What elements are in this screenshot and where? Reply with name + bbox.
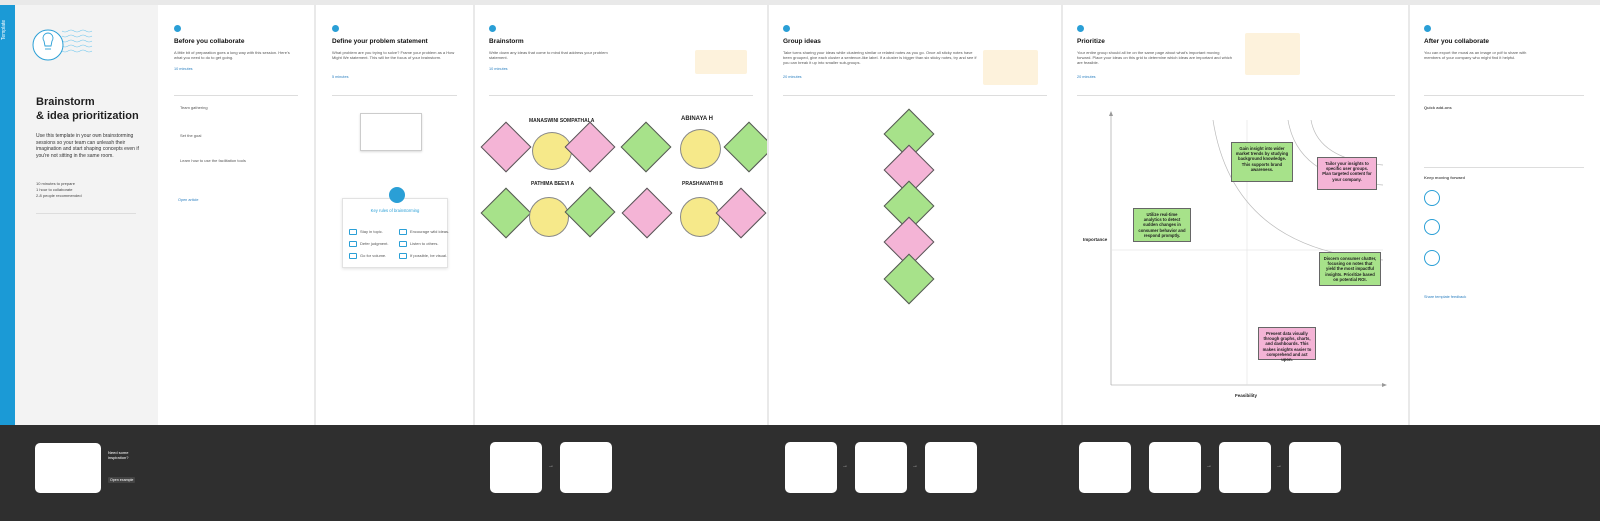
- idea-sticky[interactable]: [715, 187, 767, 239]
- priority-sticky[interactable]: Discern consumer chatter, focusing on no…: [1319, 252, 1381, 286]
- axis-label-x: Feasibility: [1235, 393, 1258, 398]
- idea-sticky[interactable]: [723, 121, 767, 173]
- rules-card: Key rules of brainstorming Stay in topic…: [342, 187, 449, 268]
- step-thumbnail: [785, 442, 837, 493]
- grouped-sticky[interactable]: [883, 253, 935, 305]
- priority-sticky[interactable]: Gain insight into wider market trends by…: [1231, 142, 1293, 182]
- lightbulb-icon: [32, 29, 93, 61]
- step-description: A little bit of preparation goes a long …: [174, 50, 290, 60]
- duration-label: 5 minutes: [332, 75, 349, 79]
- open-example-button[interactable]: Open example: [108, 477, 136, 483]
- share-feedback-link[interactable]: Share template feedback: [1424, 295, 1467, 299]
- idea-sticky[interactable]: [680, 129, 721, 169]
- idea-sticky[interactable]: [620, 121, 672, 173]
- step-title: After you collaborate: [1424, 38, 1490, 45]
- priority-sticky[interactable]: Tailor your insights to specific user gr…: [1317, 157, 1377, 190]
- prep-item-3: Learn how to use the facilitation tools: [180, 158, 246, 163]
- step-thumbnail: [1219, 442, 1271, 493]
- tip-note: [1245, 33, 1300, 75]
- divider: [36, 213, 136, 214]
- idea-sticky[interactable]: [529, 197, 569, 237]
- idea-sticky[interactable]: [532, 132, 572, 170]
- people-count: 2-8 people recommended: [36, 193, 82, 198]
- duration-label: 10 minutes: [489, 67, 508, 71]
- duration-label: 20 minutes: [783, 75, 802, 79]
- step-title: Define your problem statement: [332, 38, 428, 45]
- step-title: Before you collaborate: [174, 38, 245, 45]
- step-thumbnail: [1149, 442, 1201, 493]
- step-thumbnail: [925, 442, 977, 493]
- arrow-right-icon: →: [1276, 463, 1282, 469]
- step-thumbnail: [1289, 442, 1341, 493]
- idea-sticky[interactable]: [480, 121, 532, 173]
- step-number-badge: [174, 25, 181, 32]
- arrow-right-icon: →: [842, 463, 848, 469]
- cover-meta: 10 minutes to prepare 1 hour to collabor…: [36, 181, 82, 199]
- grid-icon: [1424, 250, 1440, 266]
- duration-label: 10 minutes: [174, 67, 193, 71]
- participant-name: PRASHANATHI B: [682, 181, 724, 187]
- open-article-link[interactable]: Open article: [178, 198, 199, 202]
- time-prep: 10 minutes to prepare: [36, 181, 75, 186]
- arrow-right-icon: →: [912, 463, 918, 469]
- step-title: Prioritize: [1077, 38, 1105, 45]
- template-sidebar-strip: [0, 5, 15, 425]
- time-collab: 1 hour to collaborate: [36, 187, 73, 192]
- priority-sticky[interactable]: Present data visually through graphs, ch…: [1258, 327, 1316, 362]
- priority-sticky[interactable]: Utilize real-time analytics to detect su…: [1133, 208, 1191, 242]
- problem-card: [360, 113, 422, 151]
- idea-sticky[interactable]: [680, 197, 720, 237]
- duration-label: 20 minutes: [1077, 75, 1096, 79]
- idea-sticky[interactable]: [621, 187, 673, 239]
- step-title: Brainstorm: [489, 38, 524, 45]
- strategy-icon: [1424, 190, 1440, 206]
- step-title: Group ideas: [783, 38, 821, 45]
- idea-sticky[interactable]: [564, 186, 616, 238]
- idea-sticky[interactable]: [564, 121, 616, 173]
- step-description: What problem are you trying to solve? Fr…: [332, 50, 455, 60]
- idea-sticky[interactable]: [480, 187, 532, 239]
- step-description: Take turns sharing your ideas while clus…: [783, 50, 977, 65]
- customer-icon: [1424, 219, 1440, 235]
- brain-icon: [389, 187, 405, 203]
- example-thumbnail[interactable]: [35, 443, 101, 493]
- participant-name: PATHIMA BEEVI A: [531, 181, 575, 187]
- tip-note: [695, 50, 747, 74]
- step-description: Your entire group should all be on the s…: [1077, 50, 1232, 65]
- section-heading: Keep moving forward: [1424, 175, 1465, 180]
- step-thumbnail: [560, 442, 612, 493]
- prep-item-1: Team gathering: [180, 105, 208, 110]
- axis-label-y: Importance: [1083, 237, 1108, 242]
- priority-grid: [1109, 111, 1387, 387]
- step-description: Write down any ideas that come to mind t…: [489, 50, 608, 60]
- arrow-right-icon: →: [548, 463, 554, 469]
- participant-name: MANASWINI SOMPATHALA: [529, 118, 595, 124]
- section-heading: Quick add-ons: [1424, 105, 1452, 110]
- template-tab-label: Template: [1, 19, 8, 41]
- example-heading: Need some inspiration?: [108, 450, 129, 460]
- cover-description: Use this template in your own brainstorm…: [36, 133, 139, 159]
- step-description: You can export the mural as an image or …: [1424, 50, 1527, 60]
- participant-name: ABINAYA H: [681, 116, 714, 122]
- tip-note: [983, 50, 1038, 85]
- step-thumbnail: [1079, 442, 1131, 493]
- rules-title: Key rules of brainstorming: [370, 208, 420, 213]
- arrow-right-icon: →: [1206, 463, 1212, 469]
- cover-title: Brainstorm & idea prioritization: [36, 96, 139, 122]
- prep-item-2: Set the goal: [180, 133, 202, 138]
- step-thumbnail: [855, 442, 907, 493]
- step-thumbnail: [490, 442, 542, 493]
